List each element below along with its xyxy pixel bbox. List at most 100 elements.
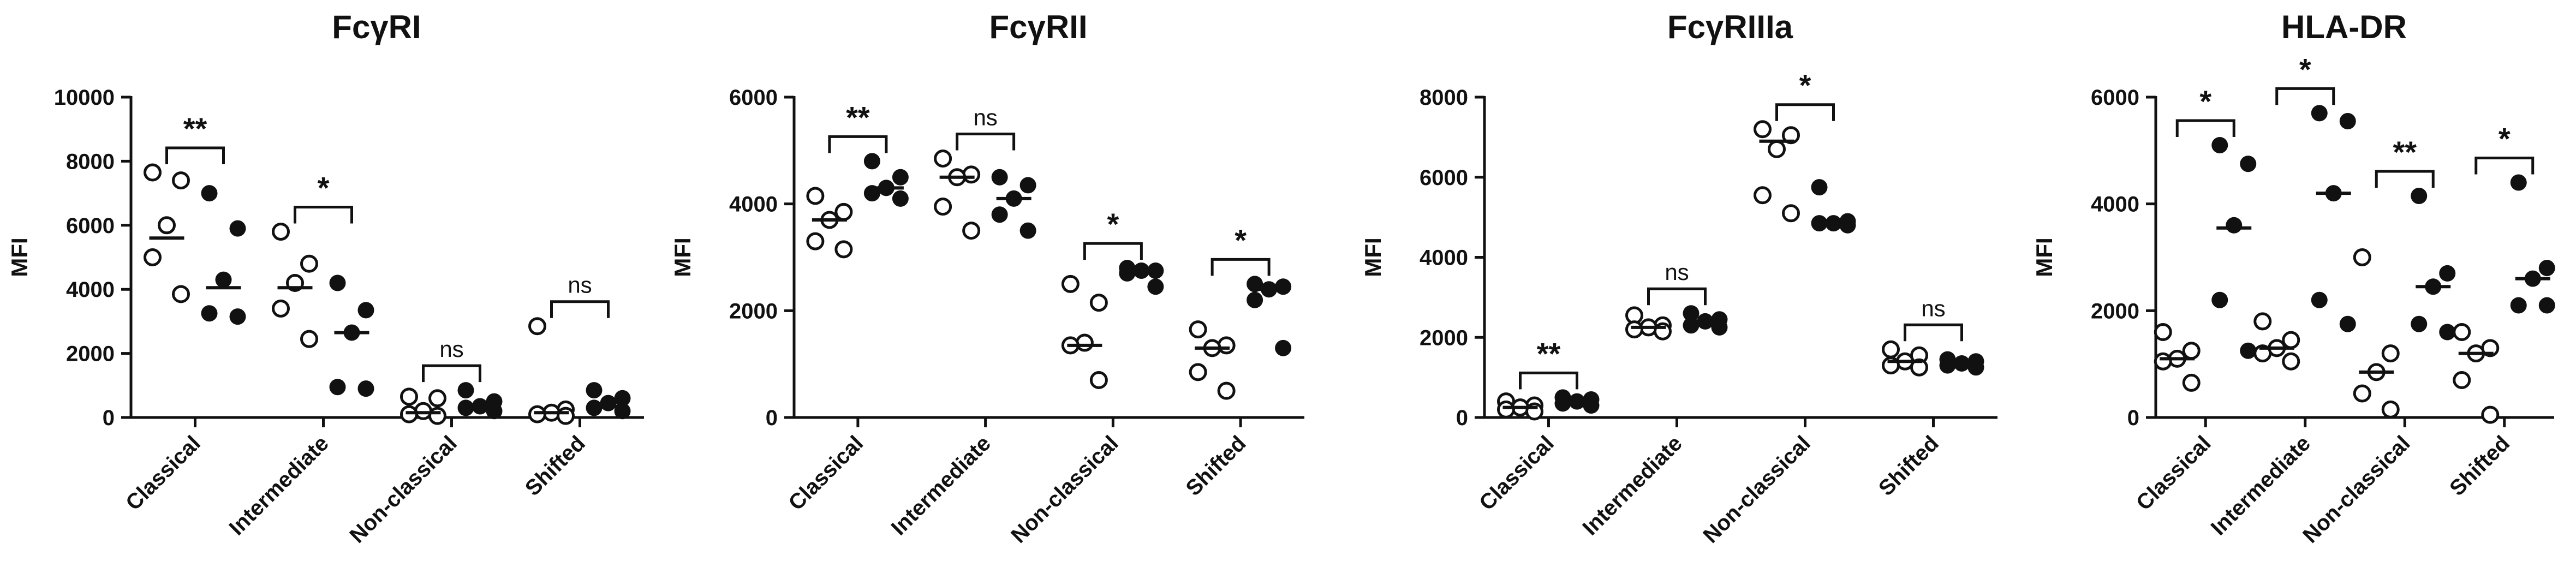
- significance-bracket: [2275, 87, 2335, 105]
- panel-title: FcγRII: [989, 9, 1087, 45]
- filled-data-point: [2510, 174, 2527, 191]
- x-tick-label: Intermediate: [2207, 431, 2315, 540]
- open-data-point: [1625, 320, 1643, 339]
- x-tick-label: Classical: [121, 431, 205, 515]
- open-data-point: [2182, 342, 2201, 360]
- significance-label: ns: [1921, 295, 1945, 321]
- significance-label: ns: [1665, 259, 1689, 285]
- open-data-point: [158, 216, 176, 235]
- open-data-point: [1754, 120, 1772, 139]
- filled-data-point: [1019, 177, 1036, 194]
- significance-bracket: [2474, 157, 2535, 175]
- filled-data-point: [2538, 260, 2555, 277]
- open-data-point: [300, 330, 318, 348]
- filled-data-point: [2339, 315, 2356, 332]
- y-tick-label: 2000: [1420, 326, 1468, 350]
- open-data-point: [834, 202, 853, 221]
- open-data-point: [557, 407, 575, 425]
- open-data-point: [428, 407, 446, 425]
- open-data-point: [1754, 186, 1772, 205]
- open-data-point: [400, 387, 418, 406]
- open-data-point: [144, 248, 162, 266]
- y-tick-label: 2000: [66, 342, 115, 366]
- filled-data-point: [1967, 359, 1984, 376]
- significance-bracket: [1775, 103, 1835, 121]
- panel-title: HLA-DR: [2281, 9, 2407, 45]
- x-tick-label: Shifted: [2445, 431, 2514, 500]
- filled-data-point: [1683, 305, 1700, 322]
- significance-label: ns: [439, 336, 463, 362]
- significance-label: *: [2199, 84, 2211, 118]
- open-data-point: [1497, 400, 1515, 419]
- filled-data-point: [2538, 297, 2555, 314]
- open-data-point: [806, 232, 825, 250]
- open-data-point: [2481, 405, 2500, 424]
- x-tick-label: Classical: [784, 431, 868, 515]
- open-data-point: [428, 389, 446, 408]
- filled-data-point: [2226, 217, 2243, 234]
- significance-label: ns: [568, 272, 592, 298]
- y-tick-label: 8000: [66, 150, 115, 174]
- open-data-point: [1089, 294, 1108, 312]
- filled-data-point: [215, 271, 232, 288]
- x-tick-label: Non-classical: [1006, 431, 1123, 547]
- filled-data-point: [329, 274, 346, 291]
- filled-data-point: [2211, 291, 2228, 308]
- open-data-point: [1217, 336, 1236, 355]
- open-data-point: [272, 223, 290, 241]
- open-data-point: [1768, 140, 1786, 158]
- significance-bracket: [294, 206, 353, 224]
- open-data-point: [144, 163, 162, 182]
- filled-data-point: [1147, 278, 1164, 295]
- significance-label: ns: [973, 105, 997, 130]
- filled-data-point: [2439, 324, 2456, 341]
- significance-bracket: [1519, 371, 1578, 390]
- y-axis-label: MFI: [7, 237, 32, 277]
- filled-data-point: [600, 395, 617, 411]
- y-tick-label: 6000: [66, 214, 115, 238]
- filled-data-point: [357, 380, 374, 397]
- filled-data-point: [229, 308, 246, 325]
- open-data-point: [834, 240, 853, 259]
- significance-bracket: [165, 146, 225, 164]
- filled-data-point: [1839, 217, 1856, 234]
- panel-title: FcγRI: [332, 9, 421, 45]
- x-tick-label: Shifted: [521, 431, 590, 500]
- significance-bracket: [1904, 323, 1963, 342]
- open-data-point: [172, 171, 190, 190]
- open-data-point: [300, 254, 318, 273]
- open-data-point: [1882, 340, 1900, 359]
- y-tick-label: 10000: [54, 86, 115, 110]
- filled-data-point: [1583, 397, 1600, 414]
- open-data-point: [1061, 274, 1080, 293]
- significance-bracket: [1647, 287, 1707, 306]
- filled-data-point: [229, 220, 246, 237]
- filled-data-point: [2510, 297, 2527, 314]
- x-tick-label: Shifted: [1874, 431, 1943, 500]
- significance-label: *: [2499, 122, 2511, 156]
- significance-bracket: [956, 133, 1016, 151]
- open-data-point: [2381, 400, 2400, 419]
- filled-data-point: [1275, 278, 1292, 295]
- significance-bracket: [550, 300, 610, 318]
- significance-label: *: [1107, 207, 1119, 241]
- filled-data-point: [201, 305, 218, 322]
- filled-data-point: [2411, 315, 2428, 332]
- x-tick-label: Classical: [2132, 431, 2216, 515]
- y-tick-label: 0: [1456, 406, 1468, 430]
- filled-data-point: [1247, 291, 1263, 308]
- x-tick-label: Intermediate: [1578, 431, 1687, 540]
- y-tick-label: 2000: [2091, 299, 2139, 323]
- filled-data-point: [991, 206, 1008, 223]
- significance-label: **: [183, 111, 207, 146]
- open-data-point: [1782, 204, 1800, 223]
- open-data-point: [2154, 323, 2172, 341]
- filled-data-point: [1119, 265, 1136, 282]
- significance-label: **: [1537, 336, 1561, 371]
- open-data-point: [2353, 384, 2371, 403]
- open-data-point: [528, 317, 546, 336]
- filled-data-point: [2311, 105, 2328, 122]
- x-tick-label: Non-classical: [345, 431, 461, 547]
- filled-data-point: [2311, 291, 2328, 308]
